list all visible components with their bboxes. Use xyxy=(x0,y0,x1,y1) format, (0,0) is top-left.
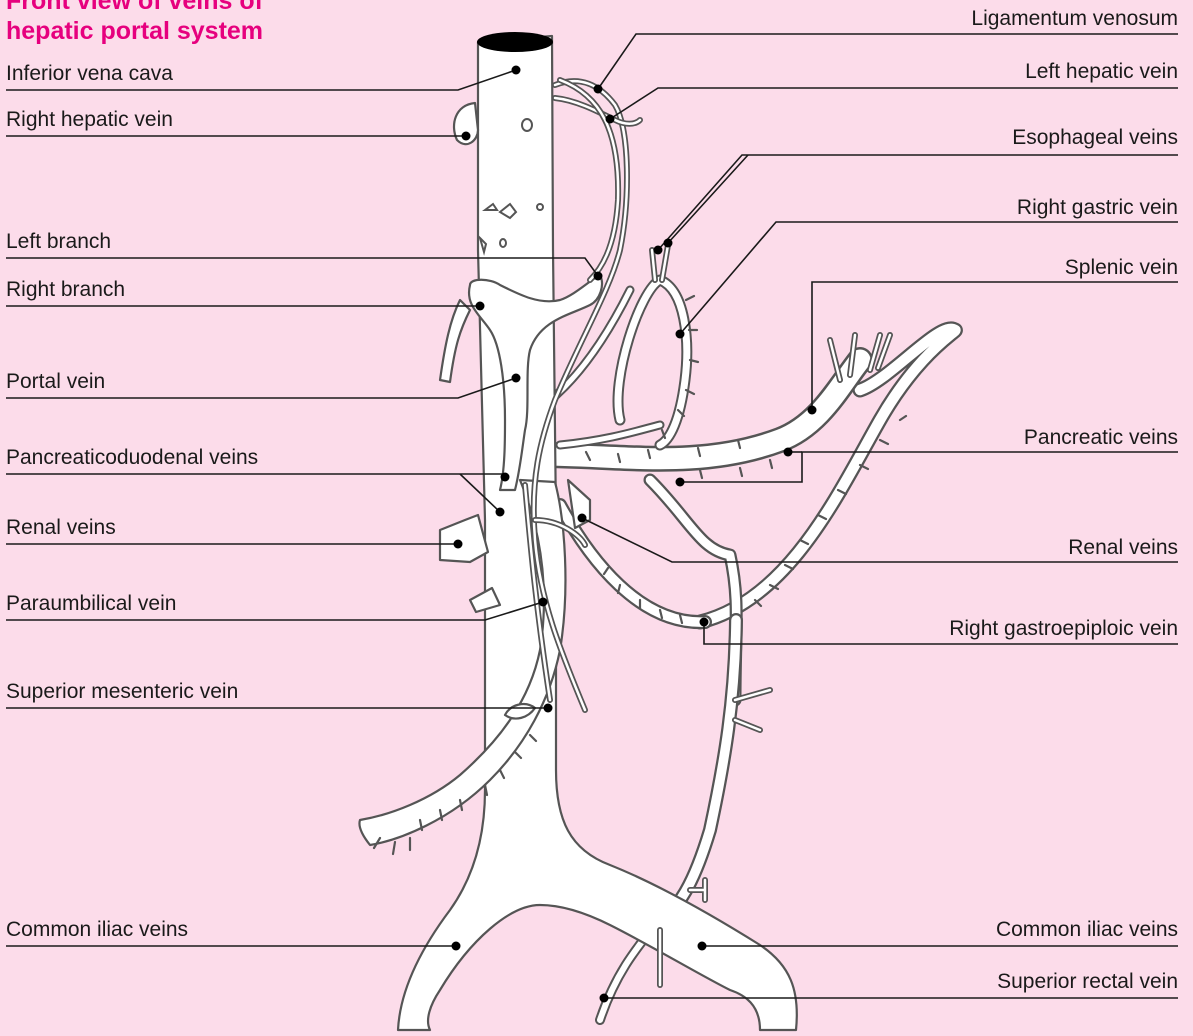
leader-lines xyxy=(6,34,1178,998)
label-splenic-vein: Splenic vein xyxy=(1065,256,1178,280)
leader-left-hepatic-vein xyxy=(610,88,1178,119)
label-renal-veins-left: Renal veins xyxy=(6,516,116,540)
label-pancreatic-veins: Pancreatic veins xyxy=(1024,426,1178,450)
label-esophageal-veins: Esophageal veins xyxy=(1012,126,1178,150)
label-right-hepatic-vein: Right hepatic vein xyxy=(6,108,173,132)
label-right-gastric-vein: Right gastric vein xyxy=(1017,196,1178,220)
label-right-branch: Right branch xyxy=(6,278,125,302)
label-paraumbilical-vein: Paraumbilical vein xyxy=(6,592,176,616)
label-common-iliac-veins-left: Common iliac veins xyxy=(6,918,188,942)
inferior-vena-cava-shape xyxy=(398,32,797,1030)
label-ligamentum-venosum: Ligamentum venosum xyxy=(971,7,1178,31)
small-tributary-ticks xyxy=(374,296,906,854)
label-inferior-vena-cava: Inferior vena cava xyxy=(6,62,173,86)
label-superior-rectal-vein: Superior rectal vein xyxy=(997,970,1178,994)
label-common-iliac-veins-right: Common iliac veins xyxy=(996,918,1178,942)
label-left-branch: Left branch xyxy=(6,230,111,254)
inferior-mesenteric-vein xyxy=(650,620,736,930)
label-pancreaticoduodenal-veins: Pancreaticoduodenal veins xyxy=(6,446,258,470)
pancreatic-branch xyxy=(650,480,736,700)
label-renal-veins-right: Renal veins xyxy=(1068,536,1178,560)
label-left-hepatic-vein: Left hepatic vein xyxy=(1025,60,1178,84)
label-right-gastroepiploic-vein: Right gastroepiploic vein xyxy=(949,617,1178,641)
label-superior-mesenteric-vein: Superior mesenteric vein xyxy=(6,680,238,704)
label-portal-vein: Portal vein xyxy=(6,370,105,394)
leader-esophageal-veins-2 xyxy=(668,155,748,243)
